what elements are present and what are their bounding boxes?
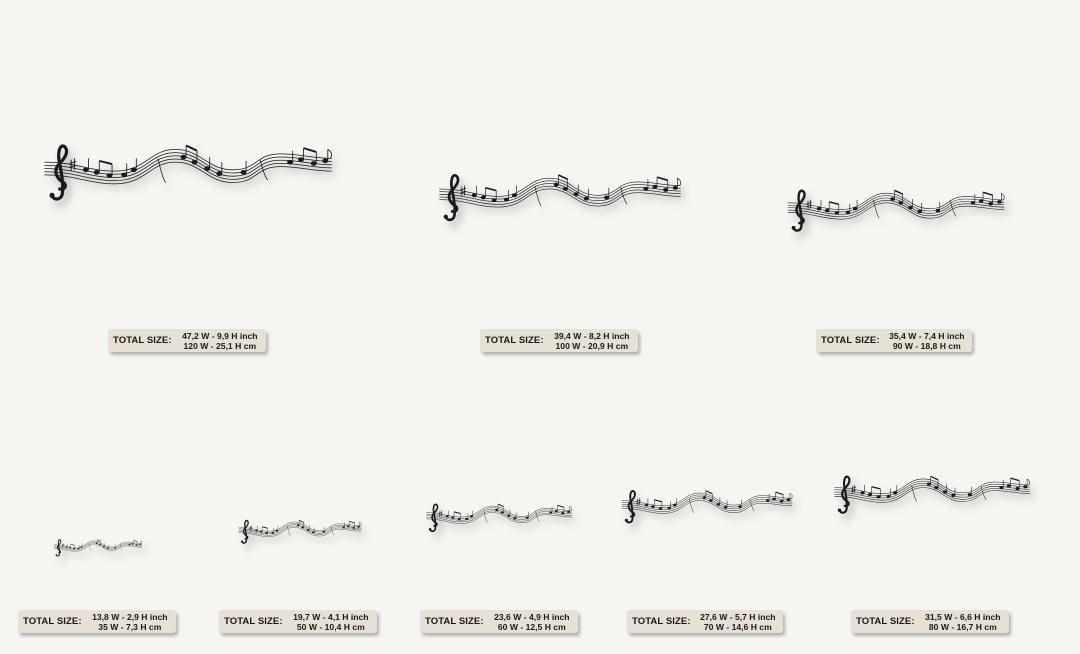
size-cm: 120 W - 25,1 H cm bbox=[183, 340, 257, 351]
music-ribbon-icon-50cm bbox=[236, 517, 364, 547]
total-size-label: TOTAL SIZE: bbox=[632, 616, 691, 627]
size-inch: 13,8 W - 2,9 H inch bbox=[92, 611, 168, 622]
total-size-label: TOTAL SIZE: bbox=[856, 616, 915, 627]
size-inch: 19,7 W - 4,1 H inch bbox=[293, 611, 369, 622]
size-badge-90cm: TOTAL SIZE: 35,4 W - 7,4 H inch 90 W - 1… bbox=[816, 329, 972, 352]
total-size-label: TOTAL SIZE: bbox=[224, 616, 283, 627]
size-inch: 47,2 W - 9,9 H inch bbox=[182, 330, 258, 341]
size-badge-60cm: TOTAL SIZE: 23,6 W - 4,9 H inch 60 W - 1… bbox=[420, 610, 578, 633]
music-ribbon-icon-80cm bbox=[830, 472, 1034, 518]
size-cm: 80 W - 16,7 H cm bbox=[928, 621, 997, 632]
size-inch: 31,5 W - 6,6 H inch bbox=[925, 611, 1001, 622]
total-size-label: TOTAL SIZE: bbox=[425, 616, 484, 627]
size-inch: 35,4 W - 7,4 H inch bbox=[889, 330, 965, 341]
music-ribbon-icon-60cm bbox=[423, 500, 575, 536]
size-inch: 39,4 W - 8,2 H inch bbox=[554, 330, 630, 341]
size-badge-50cm: TOTAL SIZE: 19,7 W - 4,1 H inch 50 W - 1… bbox=[219, 610, 377, 633]
total-size-label: TOTAL SIZE: bbox=[821, 335, 880, 346]
size-inch: 27,6 W - 5,7 H inch bbox=[700, 611, 776, 622]
music-ribbon-icon-120cm bbox=[38, 140, 338, 206]
music-ribbon-icon-100cm bbox=[434, 170, 686, 226]
size-cm: 90 W - 18,8 H cm bbox=[892, 340, 961, 351]
total-size-label: TOTAL SIZE: bbox=[485, 335, 544, 346]
size-badge-120cm: TOTAL SIZE: 47,2 W - 9,9 H inch 120 W - … bbox=[108, 329, 266, 352]
size-cm: 100 W - 20,9 H cm bbox=[555, 340, 629, 351]
total-size-label: TOTAL SIZE: bbox=[23, 616, 82, 627]
size-badge-80cm: TOTAL SIZE: 31,5 W - 6,6 H inch 80 W - 1… bbox=[851, 610, 1009, 633]
music-ribbon-icon-70cm bbox=[618, 486, 796, 528]
size-badge-35cm: TOTAL SIZE: 13,8 W - 2,9 H inch 35 W - 7… bbox=[18, 610, 176, 633]
music-ribbon-icon-90cm bbox=[783, 186, 1009, 236]
size-badge-70cm: TOTAL SIZE: 27,6 W - 5,7 H inch 70 W - 1… bbox=[627, 610, 783, 633]
size-badge-100cm: TOTAL SIZE: 39,4 W - 8,2 H inch 100 W - … bbox=[480, 329, 638, 352]
size-cm: 60 W - 12,5 H cm bbox=[497, 621, 566, 632]
size-cm: 50 W - 10,4 H cm bbox=[296, 621, 365, 632]
size-cm: 35 W - 7,3 H cm bbox=[98, 621, 162, 632]
size-inch: 23,6 W - 4,9 H inch bbox=[494, 611, 570, 622]
total-size-label: TOTAL SIZE: bbox=[113, 335, 172, 346]
size-cm: 70 W - 14,6 H cm bbox=[703, 621, 772, 632]
music-ribbon-icon-35cm bbox=[52, 537, 144, 559]
